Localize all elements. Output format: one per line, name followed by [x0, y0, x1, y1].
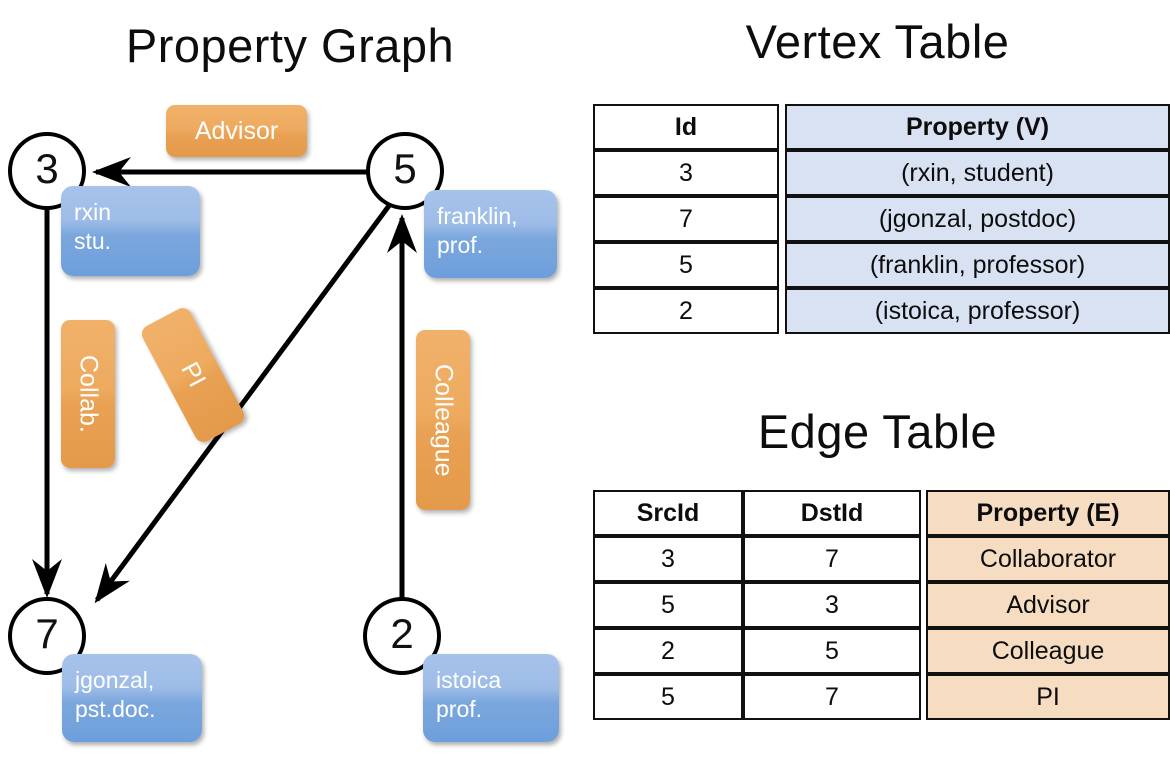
table-row: 5 (franklin, professor)	[593, 242, 1170, 288]
table-row: 2 (istoica, professor)	[593, 288, 1170, 334]
graph-node-3-label: 3	[35, 145, 59, 192]
table-row: 7 (jgonzal, postdoc)	[593, 196, 1170, 242]
vertex-property-bubble-rxin: rxin stu.	[61, 186, 200, 276]
edge-label-collab-text: Collab.	[74, 355, 103, 433]
edge-5-to-7-pi	[94, 201, 394, 604]
graph-node-5-label: 5	[393, 145, 417, 192]
vertex-property-bubble-jgonzal: jgonzal, pst.doc.	[62, 654, 202, 742]
table-row: 5 3 Advisor	[593, 582, 1170, 628]
vertex-property-jgonzal-line2: pst.doc.	[75, 696, 156, 723]
edge-label-collab: Collab.	[61, 320, 115, 468]
vertex-table-cell-property: (rxin, student)	[785, 150, 1170, 196]
edge-label-advisor-text: Advisor	[194, 116, 279, 145]
edge-table-cell-dstid: 7	[743, 536, 921, 582]
edge-table-header-property: Property (E)	[926, 490, 1170, 536]
edge-table-cell-srcid: 5	[593, 582, 743, 628]
edge-table-cell-dstid: 7	[743, 674, 921, 720]
vertex-property-franklin-line2: prof.	[437, 232, 484, 259]
section-title-edge-table: Edge Table	[757, 405, 998, 458]
edge-table-header-srcid: SrcId	[593, 490, 743, 536]
section-title-vertex-table: Vertex Table	[745, 15, 1010, 68]
edge-table-cell-srcid: 2	[593, 628, 743, 674]
table-row: 2 5 Colleague	[593, 628, 1170, 674]
graph-node-7-label: 7	[35, 610, 59, 657]
vertex-table-cell-id: 7	[593, 196, 779, 242]
vertex-property-istoica-line2: prof.	[436, 696, 483, 723]
graph-node-2[interactable]: 2	[363, 597, 441, 675]
edge-table: SrcId DstId Property (E) 3 7 Collaborato…	[593, 490, 1170, 720]
vertex-property-jgonzal-line1: jgonzal,	[75, 667, 155, 693]
vertex-table-header-id: Id	[593, 104, 779, 150]
vertex-table-column-gap	[779, 242, 785, 288]
edge-label-colleague-text: Colleague	[429, 363, 458, 477]
vertex-table-column-gap	[779, 104, 785, 150]
edge-table-column-gap	[921, 674, 926, 720]
edge-table-header-dstid: DstId	[743, 490, 921, 536]
graph-node-5[interactable]: 5	[366, 132, 444, 210]
vertex-table-header-property: Property (V)	[785, 104, 1170, 150]
vertex-table-column-gap	[779, 196, 785, 242]
table-row: 5 7 PI	[593, 674, 1170, 720]
edge-label-pi-text: PI	[175, 357, 212, 392]
vertex-table-cell-id: 3	[593, 150, 779, 196]
graph-edges-svg	[32, 157, 417, 606]
edge-table-header-row: SrcId DstId Property (E)	[593, 490, 1170, 536]
edge-table-cell-srcid: 3	[593, 536, 743, 582]
edge-table-column-gap	[921, 536, 926, 582]
edge-label-colleague: Colleague	[416, 330, 470, 510]
edge-table-cell-property: Advisor	[926, 582, 1170, 628]
vertex-table-column-gap	[779, 150, 785, 196]
vertex-table: Id Property (V) 3 (rxin, student) 7 (jgo…	[593, 104, 1170, 334]
table-row: 3 (rxin, student)	[593, 150, 1170, 196]
edge-table-cell-srcid: 5	[593, 674, 743, 720]
edge-table-cell-dstid: 3	[743, 582, 921, 628]
edge-table-column-gap	[921, 490, 926, 536]
edge-table-cell-property: PI	[926, 674, 1170, 720]
table-row: 3 7 Collaborator	[593, 536, 1170, 582]
vertex-table-cell-property: (jgonzal, postdoc)	[785, 196, 1170, 242]
vertex-property-bubble-istoica: istoica prof.	[423, 654, 559, 742]
vertex-property-franklin-line1: franklin,	[437, 203, 518, 229]
graph-node-2-label: 2	[390, 610, 414, 657]
page-title-property-graph: Property Graph	[125, 19, 455, 72]
vertex-property-rxin-line1: rxin	[74, 199, 112, 225]
vertex-property-rxin-line2: stu.	[74, 228, 112, 255]
vertex-table-cell-id: 5	[593, 242, 779, 288]
vertex-table-cell-property: (franklin, professor)	[785, 242, 1170, 288]
edge-label-advisor: Advisor	[166, 105, 307, 157]
vertex-table-column-gap	[779, 288, 785, 334]
vertex-property-bubble-franklin: franklin, prof.	[424, 190, 557, 278]
vertex-table-header-row: Id Property (V)	[593, 104, 1170, 150]
edge-table-cell-property: Collaborator	[926, 536, 1170, 582]
vertex-table-cell-property: (istoica, professor)	[785, 288, 1170, 334]
property-graph-diagram: 3 5 7 2 rxin stu. franklin, prof. jgonza…	[0, 0, 580, 760]
edge-table-cell-property: Colleague	[926, 628, 1170, 674]
vertex-table-cell-id: 2	[593, 288, 779, 334]
edge-table-column-gap	[921, 582, 926, 628]
edge-table-column-gap	[921, 628, 926, 674]
vertex-property-istoica-line1: istoica	[436, 667, 502, 693]
edge-table-cell-dstid: 5	[743, 628, 921, 674]
